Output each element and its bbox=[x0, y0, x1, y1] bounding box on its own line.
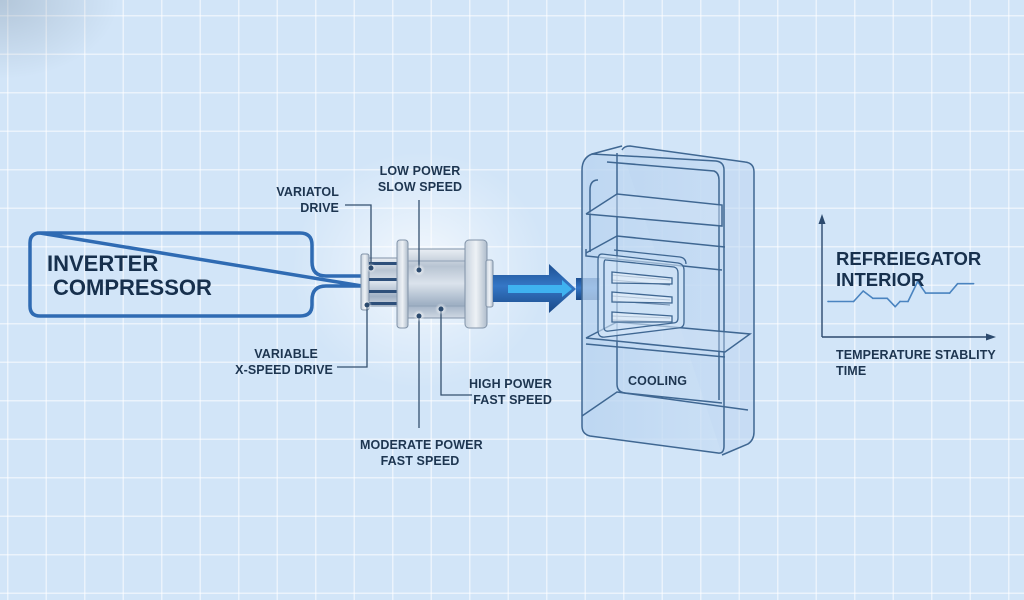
label-high-power-line2: FAST SPEED bbox=[473, 393, 552, 407]
leader-variatol-drive bbox=[345, 204, 372, 268]
y-axis-arrow bbox=[818, 214, 826, 224]
data-point bbox=[907, 300, 909, 303]
label-low-power: LOW POWER SLOW SPEED bbox=[370, 163, 470, 195]
data-point bbox=[894, 305, 896, 308]
data-point bbox=[924, 292, 927, 294]
data-point bbox=[886, 297, 888, 300]
label-moderate-power-line1: MODERATE POWER bbox=[360, 438, 483, 452]
compressor-body bbox=[360, 239, 494, 329]
data-point bbox=[899, 300, 901, 303]
label-high-power: HIGH POWER FAST SPEED bbox=[469, 376, 552, 408]
data-point bbox=[948, 292, 951, 294]
label-variable-drive-line2: X-SPEED DRIVE bbox=[235, 363, 333, 377]
leader-lines bbox=[337, 200, 472, 428]
corner-shadow bbox=[0, 0, 120, 80]
data-point bbox=[956, 282, 959, 285]
data-point bbox=[972, 282, 975, 285]
label-cooling: COOLING bbox=[628, 374, 688, 388]
label-moderate-power-line2: FAST SPEED bbox=[380, 454, 460, 468]
leader-variable-drive bbox=[337, 305, 368, 368]
data-point bbox=[916, 280, 919, 283]
compressor-title: INVERTER COMPRESSOR bbox=[47, 252, 212, 300]
compressor-callout-box bbox=[28, 231, 364, 318]
label-variatol-drive: VARIATOL DRIVE bbox=[276, 184, 339, 216]
refrigerator-interior-title-text: REFREIEGATOR INTERIOR bbox=[836, 248, 982, 290]
chart-line-layer bbox=[827, 280, 975, 308]
refrigerator-interior-title: REFREIEGATOR INTERIOR bbox=[836, 248, 986, 290]
data-point bbox=[852, 300, 855, 303]
chart-ylabel: TEMPERATURE STABLITY bbox=[836, 348, 996, 362]
chart-caption: TEMPERATURE STABLITY TIME bbox=[836, 347, 996, 379]
label-low-power-line1: LOW POWER bbox=[379, 164, 461, 178]
label-low-power-line2: SLOW SPEED bbox=[377, 180, 463, 194]
leader-high-power bbox=[440, 309, 472, 396]
label-moderate-power: MODERATE POWER FAST SPEED bbox=[360, 437, 483, 469]
label-high-power-line1: HIGH POWER bbox=[469, 377, 552, 391]
leader-dots bbox=[362, 263, 447, 322]
compressor-title-line2: COMPRESSOR bbox=[53, 275, 212, 300]
data-point bbox=[862, 290, 864, 292]
label-variatol-drive-line1: VARIATOL bbox=[276, 185, 339, 199]
chart-xlabel: TIME bbox=[836, 364, 867, 378]
chart-axes bbox=[818, 214, 996, 341]
label-variable-drive: VARIABLE X-SPEED DRIVE bbox=[235, 346, 333, 378]
data-point bbox=[872, 297, 874, 300]
data-point bbox=[827, 300, 829, 303]
x-axis-arrow bbox=[986, 333, 996, 341]
evaporator-unit bbox=[597, 249, 687, 338]
label-variable-drive-line1: VARIABLE bbox=[254, 347, 318, 361]
label-variatol-drive-line2: DRIVE bbox=[300, 201, 339, 215]
compressor-title-line1: INVERTER bbox=[47, 251, 159, 276]
